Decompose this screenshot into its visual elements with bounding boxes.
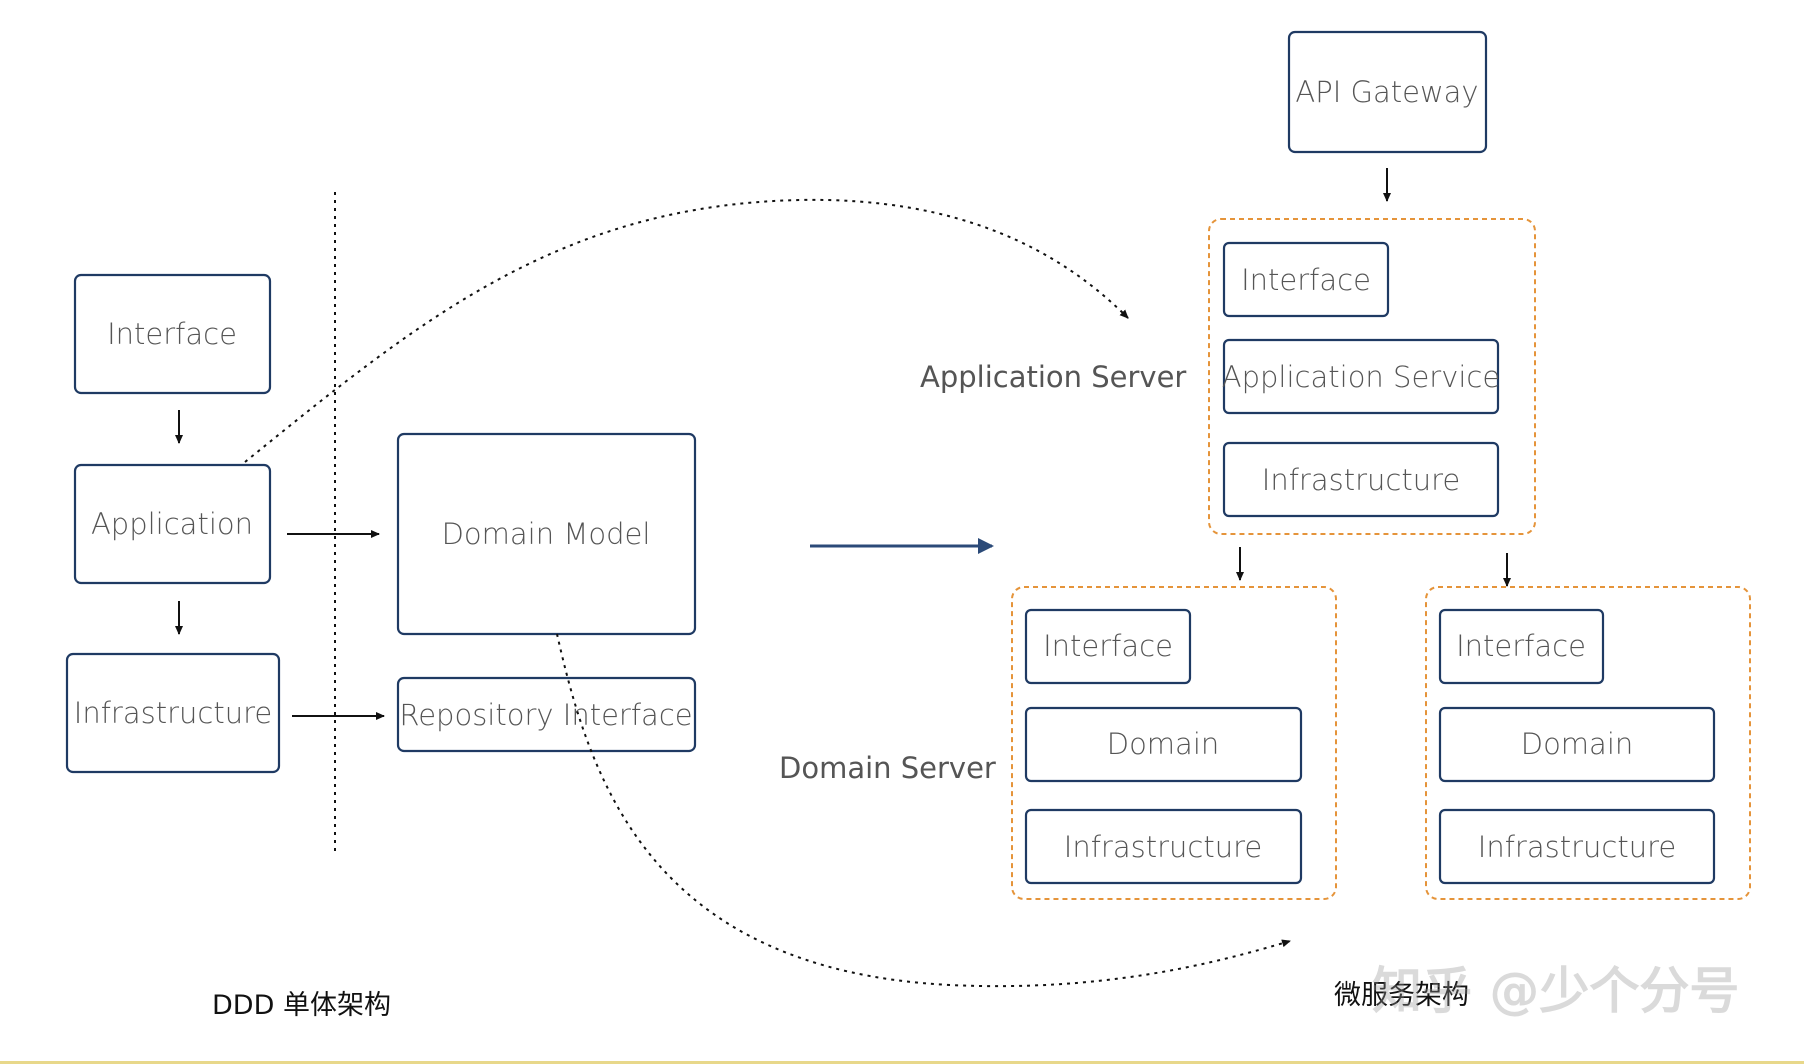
domain-server-2-infrastructure-label: Infrastructure — [1478, 830, 1676, 864]
domain-server-2-domain-box: Domain — [1438, 706, 1716, 783]
domain-server-1-interface-box: Interface — [1024, 608, 1192, 685]
domain-server-1-domain-label: Domain — [1107, 727, 1220, 761]
domain-server-1-interface-label: Interface — [1043, 629, 1173, 663]
app-server-infrastructure-box: Infrastructure — [1222, 441, 1500, 518]
monolith-infrastructure-box: Infrastructure — [65, 652, 281, 774]
domain-model-box: Domain Model — [396, 432, 697, 636]
monolith-infrastructure-label: Infrastructure — [74, 696, 272, 730]
microservice-architecture: API Gateway Application Server Interface… — [779, 30, 1751, 1011]
monolith-interface-label: Interface — [107, 317, 237, 351]
repository-interface-label: Repository Interface — [399, 698, 692, 732]
microservice-caption: 微服务架构 — [1334, 980, 1469, 1011]
domain-server-2-domain-label: Domain — [1521, 727, 1634, 761]
domain-server-2-group: Interface Domain Infrastructure — [1425, 586, 1751, 900]
api-gateway-label: API Gateway — [1295, 75, 1478, 109]
domain-server-2-interface-label: Interface — [1456, 629, 1586, 663]
monolith-architecture: Interface Application Infrastructure Dom… — [65, 192, 697, 1021]
app-server-interface-box: Interface — [1222, 241, 1390, 318]
app-server-application-service-label: Application Service — [1222, 360, 1500, 394]
repository-interface-box: Repository Interface — [396, 676, 697, 753]
api-gateway-box: API Gateway — [1287, 30, 1488, 154]
domain-server-1-domain-box: Domain — [1024, 706, 1303, 783]
domain-server-label: Domain Server — [779, 751, 996, 785]
domain-to-domain-server-curve — [556, 633, 1291, 988]
domain-server-1-infrastructure-box: Infrastructure — [1024, 808, 1303, 885]
app-server-interface-label: Interface — [1241, 263, 1371, 297]
monolith-interface-box: Interface — [73, 273, 272, 395]
monolith-application-box: Application — [73, 463, 272, 585]
watermark: 知乎 @少个分号 — [1372, 962, 1739, 1020]
monolith-caption: DDD 单体架构 — [212, 990, 391, 1021]
monolith-application-label: Application — [91, 507, 253, 541]
domain-server-2-infrastructure-box: Infrastructure — [1438, 808, 1716, 885]
application-to-app-server-curve — [244, 198, 1129, 463]
domain-server-1-group: Interface Domain Infrastructure — [1011, 586, 1337, 900]
domain-server-2-interface-box: Interface — [1438, 608, 1605, 685]
domain-model-label: Domain Model — [442, 517, 651, 551]
domain-server-1-infrastructure-label: Infrastructure — [1064, 830, 1262, 864]
bottom-divider — [0, 1061, 1804, 1064]
application-server-label: Application Server — [920, 360, 1186, 394]
app-server-application-service-box: Application Service — [1222, 338, 1500, 415]
application-server-group: Interface Application Service Infrastruc… — [1208, 218, 1536, 535]
app-server-infrastructure-label: Infrastructure — [1262, 463, 1460, 497]
